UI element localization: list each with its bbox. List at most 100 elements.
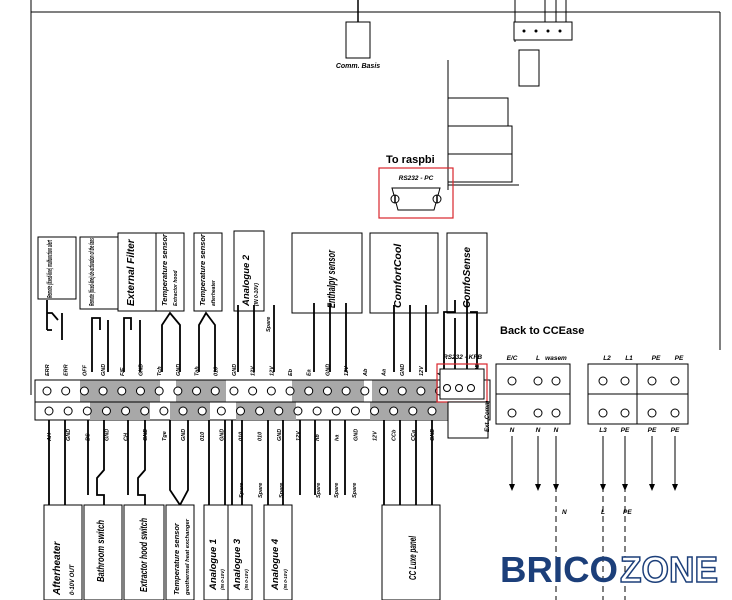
label-temp-after: Temperature sensor: [198, 233, 207, 306]
power-left-bottom-label: N: [510, 427, 515, 434]
terminal-screw: [379, 386, 389, 396]
terminal-label-top: 010: [213, 367, 219, 376]
terminal-screw: [274, 406, 284, 416]
power-left-top-label: E/C: [507, 355, 518, 362]
label-box-analogue-3: [227, 504, 253, 600]
label-box-temp-after: [193, 232, 223, 312]
wire-label-n: N: [562, 509, 567, 516]
label-box-analogue-2: [233, 230, 265, 312]
terminal-label-top: Aa: [382, 369, 388, 377]
rs232-kfb-pin: [467, 384, 475, 392]
terminal-label-bottom: GND: [219, 429, 225, 441]
spare-top-label: Spare: [266, 317, 272, 332]
cc-luxe-wire: [383, 420, 433, 505]
terminal-screw: [101, 406, 111, 416]
rs232-pc-highlight: [378, 167, 454, 219]
afterheater-wire: [48, 420, 66, 505]
terminal-label-bottom: CCb: [392, 429, 398, 441]
terminal-label-top: Ea: [307, 369, 313, 376]
analogue-2-wire: [237, 305, 255, 372]
terminal-label-top: Eb: [288, 368, 294, 376]
label-analogue-3: Analogue 3: [232, 538, 243, 591]
label-box-deactivation: [79, 236, 119, 310]
terminal-label-top: GND: [325, 364, 331, 376]
label-geo-sensor: Temperature sensor: [172, 522, 181, 595]
power-right-bottom-label: PE: [671, 427, 680, 434]
terminal-screw: [135, 386, 145, 396]
wire-arrow: [672, 484, 678, 491]
relay-contact-symbol: [46, 300, 63, 340]
terminal-label-bottom: GND: [104, 429, 110, 441]
shade-lower: [90, 402, 150, 420]
label-temp-hood: Temperature sensor: [160, 233, 169, 306]
terminal-label-bottom: 010: [200, 432, 206, 441]
bathroom-switch-wire: [87, 420, 105, 505]
spare-label-bottom: Spare: [334, 483, 340, 498]
power-right-top-label: PE: [675, 355, 684, 362]
label-analogue-2-sub: (IN 0-10V): [254, 283, 260, 306]
comm-basis-box: [345, 21, 371, 59]
label-afterheater-sub: 0-10V OUT: [70, 563, 76, 595]
analogue-3-wire: [231, 420, 243, 505]
terminal-label-bottom: GND: [430, 429, 436, 441]
power-screw: [620, 408, 630, 418]
power-screw: [598, 408, 608, 418]
spare-label-bottom: Spare: [352, 483, 358, 498]
bottom-labels: Afterheater 0-10V OUT Bathroom switch Ex…: [43, 504, 441, 600]
label-analogue-1: Analogue 1: [208, 539, 219, 591]
terminal-screw: [266, 386, 276, 396]
wire-arrow: [535, 484, 541, 491]
terminal-screw: [322, 386, 332, 396]
terminal-label-bottom: GND: [66, 429, 72, 441]
rs232-kfb-pin: [455, 384, 463, 392]
terminal-screw: [370, 406, 380, 416]
label-temp-after-sub: afterheater: [211, 279, 217, 306]
label-analogue-4: Analogue 4: [270, 538, 281, 591]
terminal-label-top: GND: [232, 364, 238, 376]
wire-arrow: [509, 484, 515, 491]
spare-label-bottom: Spare: [279, 483, 285, 498]
label-temp-hood-sub: Extractor hood: [173, 269, 179, 306]
switch-filter-wire: [123, 317, 141, 372]
terminal-label-bottom: CCa: [411, 430, 417, 441]
enthalpy-wire: [313, 303, 347, 372]
power-screw: [647, 376, 657, 386]
wire-label: PE: [623, 509, 632, 516]
terminal-label-top: 12V: [251, 365, 257, 376]
terminal-label-bottom: hb: [315, 434, 321, 441]
terminal-screw: [341, 386, 351, 396]
terminal-screw: [154, 386, 164, 396]
to-raspbi-label: To raspbi: [386, 154, 435, 166]
terminal-screw: [216, 406, 226, 416]
terminal-label-bottom: Tge: [162, 431, 168, 441]
sensor-after-wire: [198, 311, 216, 372]
rs232-kfb-label: RS232 - KFB: [443, 354, 482, 361]
power-right-top-label: PE: [652, 355, 661, 362]
label-analogue-3-sub: (IN 0-10V): [244, 569, 249, 590]
terminal-screw: [98, 386, 108, 396]
wire-arrow: [649, 484, 655, 491]
terminal-screw: [42, 386, 52, 396]
terminal-screw: [79, 386, 89, 396]
label-enthalpy: Enthalpy sensor: [326, 250, 338, 308]
rs232-kfb-box: [439, 368, 485, 400]
power-right-top-label: L1: [625, 355, 633, 362]
terminal-label-bottom: ha: [334, 435, 340, 441]
terminal-screw: [117, 386, 127, 396]
comfortcool-wire: [393, 305, 427, 372]
label-box-external-filter: [117, 232, 157, 312]
label-box-enthalpy: [291, 232, 363, 314]
terminal-screw: [159, 406, 169, 416]
bottom-wiring: [48, 420, 433, 507]
terminal-label-top: ERR: [64, 364, 70, 376]
label-box-comfortcool: [369, 232, 439, 314]
terminal-label-bottom: GND: [353, 429, 359, 441]
terminal-label-top: GND: [400, 364, 406, 376]
label-box-hood-switch: [123, 504, 165, 600]
terminal-screw: [293, 406, 303, 416]
top-connector-pin: [546, 29, 550, 33]
logo-zone: ZONE: [620, 549, 718, 590]
top-wiring: [46, 300, 478, 372]
label-malfunction: Remote (fixed-line) malfunction alert: [45, 240, 54, 298]
